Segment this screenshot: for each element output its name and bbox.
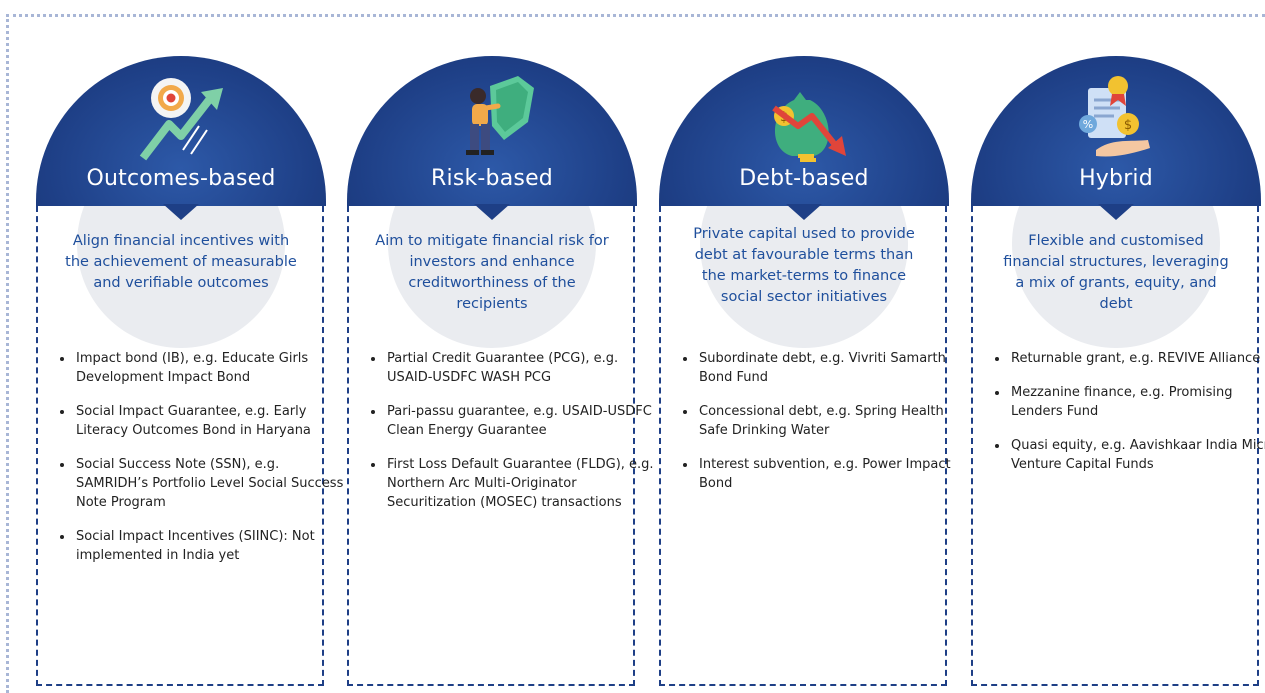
target-growth-arrow-icon (139, 78, 223, 161)
list-item: Pari-passu guarantee, e.g. USAID-USDFC C… (385, 402, 655, 440)
column-dashed-box (36, 206, 324, 686)
column-title: Hybrid (1079, 166, 1153, 191)
bullet-list: Impact bond (IB), e.g. Educate Girls Dev… (52, 349, 344, 580)
column-description: Aim to mitigate financial risk for inves… (375, 233, 609, 312)
list-item: Interest subvention, e.g. Power Impact B… (697, 455, 967, 493)
list-item: Social Success Note (SSN), e.g. SAMRIDH’… (74, 455, 344, 512)
column-description: Align financial incentives with the achi… (65, 233, 297, 291)
document-coins-hand-icon: % $ (1079, 76, 1150, 157)
column-outcomes-based: Outcomes-based Align financial incentive… (36, 0, 343, 693)
column-title: Risk-based (431, 166, 553, 191)
column-hybrid: % $ Hybrid Flexible and customised finan… (971, 0, 1265, 693)
money-bag-down-arrow-icon: $ (772, 92, 846, 162)
column-title: Debt-based (739, 166, 869, 191)
header-pointer (163, 204, 199, 220)
list-item: Social Impact Guarantee, e.g. Early Lite… (74, 402, 344, 440)
list-item: Mezzanine finance, e.g. Promising Lender… (1009, 383, 1265, 421)
list-item: Returnable grant, e.g. REVIVE Alliance (1009, 349, 1265, 368)
list-item: Quasi equity, e.g. Aavishkaar India Micr… (1009, 436, 1265, 474)
column-dashed-box (971, 206, 1259, 686)
bullet-list: Subordinate debt, e.g. Vivriti Samarth B… (675, 349, 967, 508)
frame-dotted-top (6, 14, 1265, 17)
header-pointer (1098, 204, 1134, 220)
list-item: Impact bond (IB), e.g. Educate Girls Dev… (74, 349, 344, 387)
list-item: Social Impact Incentives (SIINC): Not im… (74, 527, 344, 565)
frame-dotted-left (6, 14, 9, 693)
column-description: Flexible and customised financial struct… (1003, 233, 1229, 312)
list-item: First Loss Default Guarantee (FLDG), e.g… (385, 455, 655, 512)
column-title: Outcomes-based (86, 166, 276, 191)
svg-text:%: % (1083, 118, 1093, 131)
person-shield-icon (466, 76, 534, 155)
list-item: Partial Credit Guarantee (PCG), e.g. USA… (385, 349, 655, 387)
list-item: Concessional debt, e.g. Spring Health Sa… (697, 402, 967, 440)
svg-text:$: $ (1124, 118, 1132, 133)
list-item: Subordinate debt, e.g. Vivriti Samarth B… (697, 349, 967, 387)
header-pointer (786, 204, 822, 220)
bullet-list: Partial Credit Guarantee (PCG), e.g. USA… (363, 349, 655, 527)
column-dashed-box (659, 206, 947, 686)
header-pointer (474, 204, 510, 220)
column-debt-based: $ Debt-based Private capital used to pro… (659, 0, 951, 693)
bullet-list: Returnable grant, e.g. REVIVE Alliance M… (987, 349, 1265, 489)
column-dashed-box (347, 206, 635, 686)
column-description: Private capital used to provide debt at … (693, 226, 915, 305)
column-risk-based: Risk-based Aim to mitigate financial ris… (347, 0, 654, 693)
